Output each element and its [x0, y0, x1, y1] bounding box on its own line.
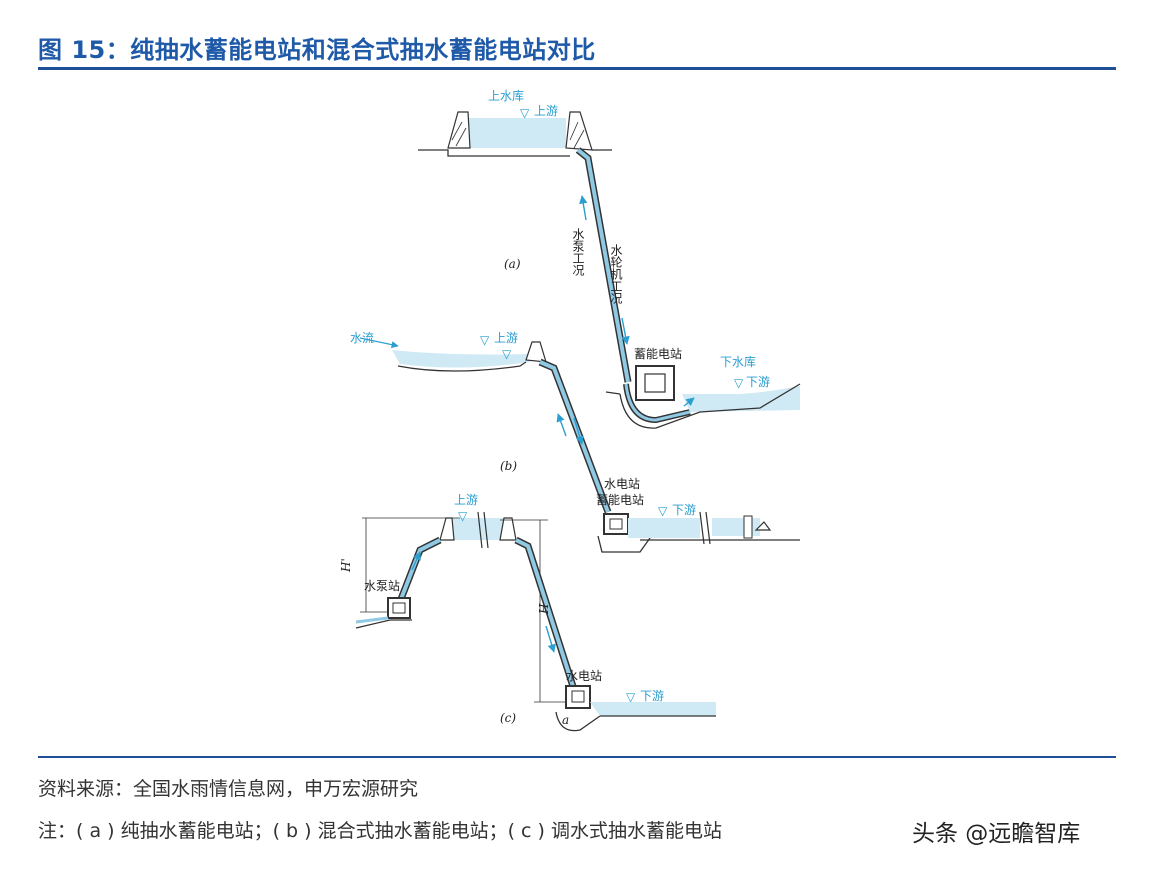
pump-mode-label: 水泵工况 — [571, 228, 585, 277]
right-dam — [565, 111, 593, 151]
pumped-storage-diagram: 上水库 ▽ 上游 (a) 水泵工况 水轮机工况 蓄能电站 下水库 ▽ 下游 水流 — [339, 88, 801, 732]
downstream-label-c: 下游 — [640, 689, 664, 703]
turbine-mode-label: 水轮机工况 — [609, 244, 623, 305]
panel-a: 上水库 ▽ 上游 (a) 水泵工况 水轮机工况 蓄能电站 下水库 ▽ 下游 — [418, 88, 801, 429]
figure-note: 注：( a ) 纯抽水蓄能电站；( b ) 混合式抽水蓄能电站；( c ) 调水… — [38, 820, 722, 842]
svg-text:▽: ▽ — [626, 690, 636, 704]
turbine-flow-arrow — [621, 317, 630, 345]
svg-text:▽: ▽ — [480, 333, 490, 347]
head-prime-label: H' — [339, 558, 353, 573]
figure-title: 图 15：纯抽水蓄能电站和混合式抽水蓄能电站对比 — [38, 36, 596, 64]
panel-a-tag: (a) — [504, 257, 521, 271]
hydro-station-label-c: 水电站 — [566, 669, 602, 683]
upper-pool-c — [446, 518, 504, 540]
point-a-label: a — [562, 713, 569, 727]
title-divider — [38, 67, 1116, 70]
head-label: H — [537, 603, 551, 615]
svg-text:▽: ▽ — [458, 509, 468, 523]
dam-b — [525, 341, 547, 363]
pump-station-label-c: 水泵站 — [364, 579, 400, 593]
svg-text:▽: ▽ — [502, 347, 512, 361]
upper-reservoir-water — [468, 118, 566, 148]
panel-c-tag: (c) — [500, 711, 516, 725]
upper-reservoir-label: 上水库 — [488, 88, 524, 103]
lower-reservoir-water — [682, 386, 800, 412]
pump-flow-arrow — [579, 195, 588, 221]
downstream-label-b: 下游 — [672, 503, 696, 517]
footer-divider — [38, 756, 1116, 758]
svg-text:▽: ▽ — [658, 504, 668, 518]
source-note: 资料来源：全国水雨情信息网，申万宏源研究 — [38, 778, 419, 800]
upstream-label-b: 上游 — [494, 331, 518, 345]
storage-station-label-a: 蓄能电站 — [634, 347, 682, 361]
panel-b: 水流 ▽ 上游 ▽ (b) 水电站 蓄能电站 ▽ 下游 — [350, 331, 800, 553]
storage-station-label-b: 蓄能电站 — [596, 493, 644, 507]
svg-text:▽: ▽ — [734, 376, 744, 390]
lower-reservoir-label: 下水库 — [720, 354, 756, 369]
downstream-label-a: 下游 — [746, 375, 770, 389]
hydro-station-label-b: 水电站 — [604, 477, 640, 491]
ground-line — [418, 149, 570, 157]
river-water-b — [392, 350, 530, 368]
panel-c: 上游 ▽ 水泵站 水电站 ▽ 下游 H' H a (c) — [339, 493, 716, 732]
panel-b-tag: (b) — [500, 459, 517, 473]
left-dam — [447, 111, 471, 149]
upstream-label-a: 上游 — [534, 104, 558, 118]
watermark: 头条 @远瞻智库 — [912, 821, 1081, 847]
upstream-label-c: 上游 — [454, 493, 478, 507]
svg-text:▽: ▽ — [520, 106, 530, 120]
powerhouse-a — [635, 365, 675, 401]
inflow-label: 水流 — [350, 331, 374, 345]
